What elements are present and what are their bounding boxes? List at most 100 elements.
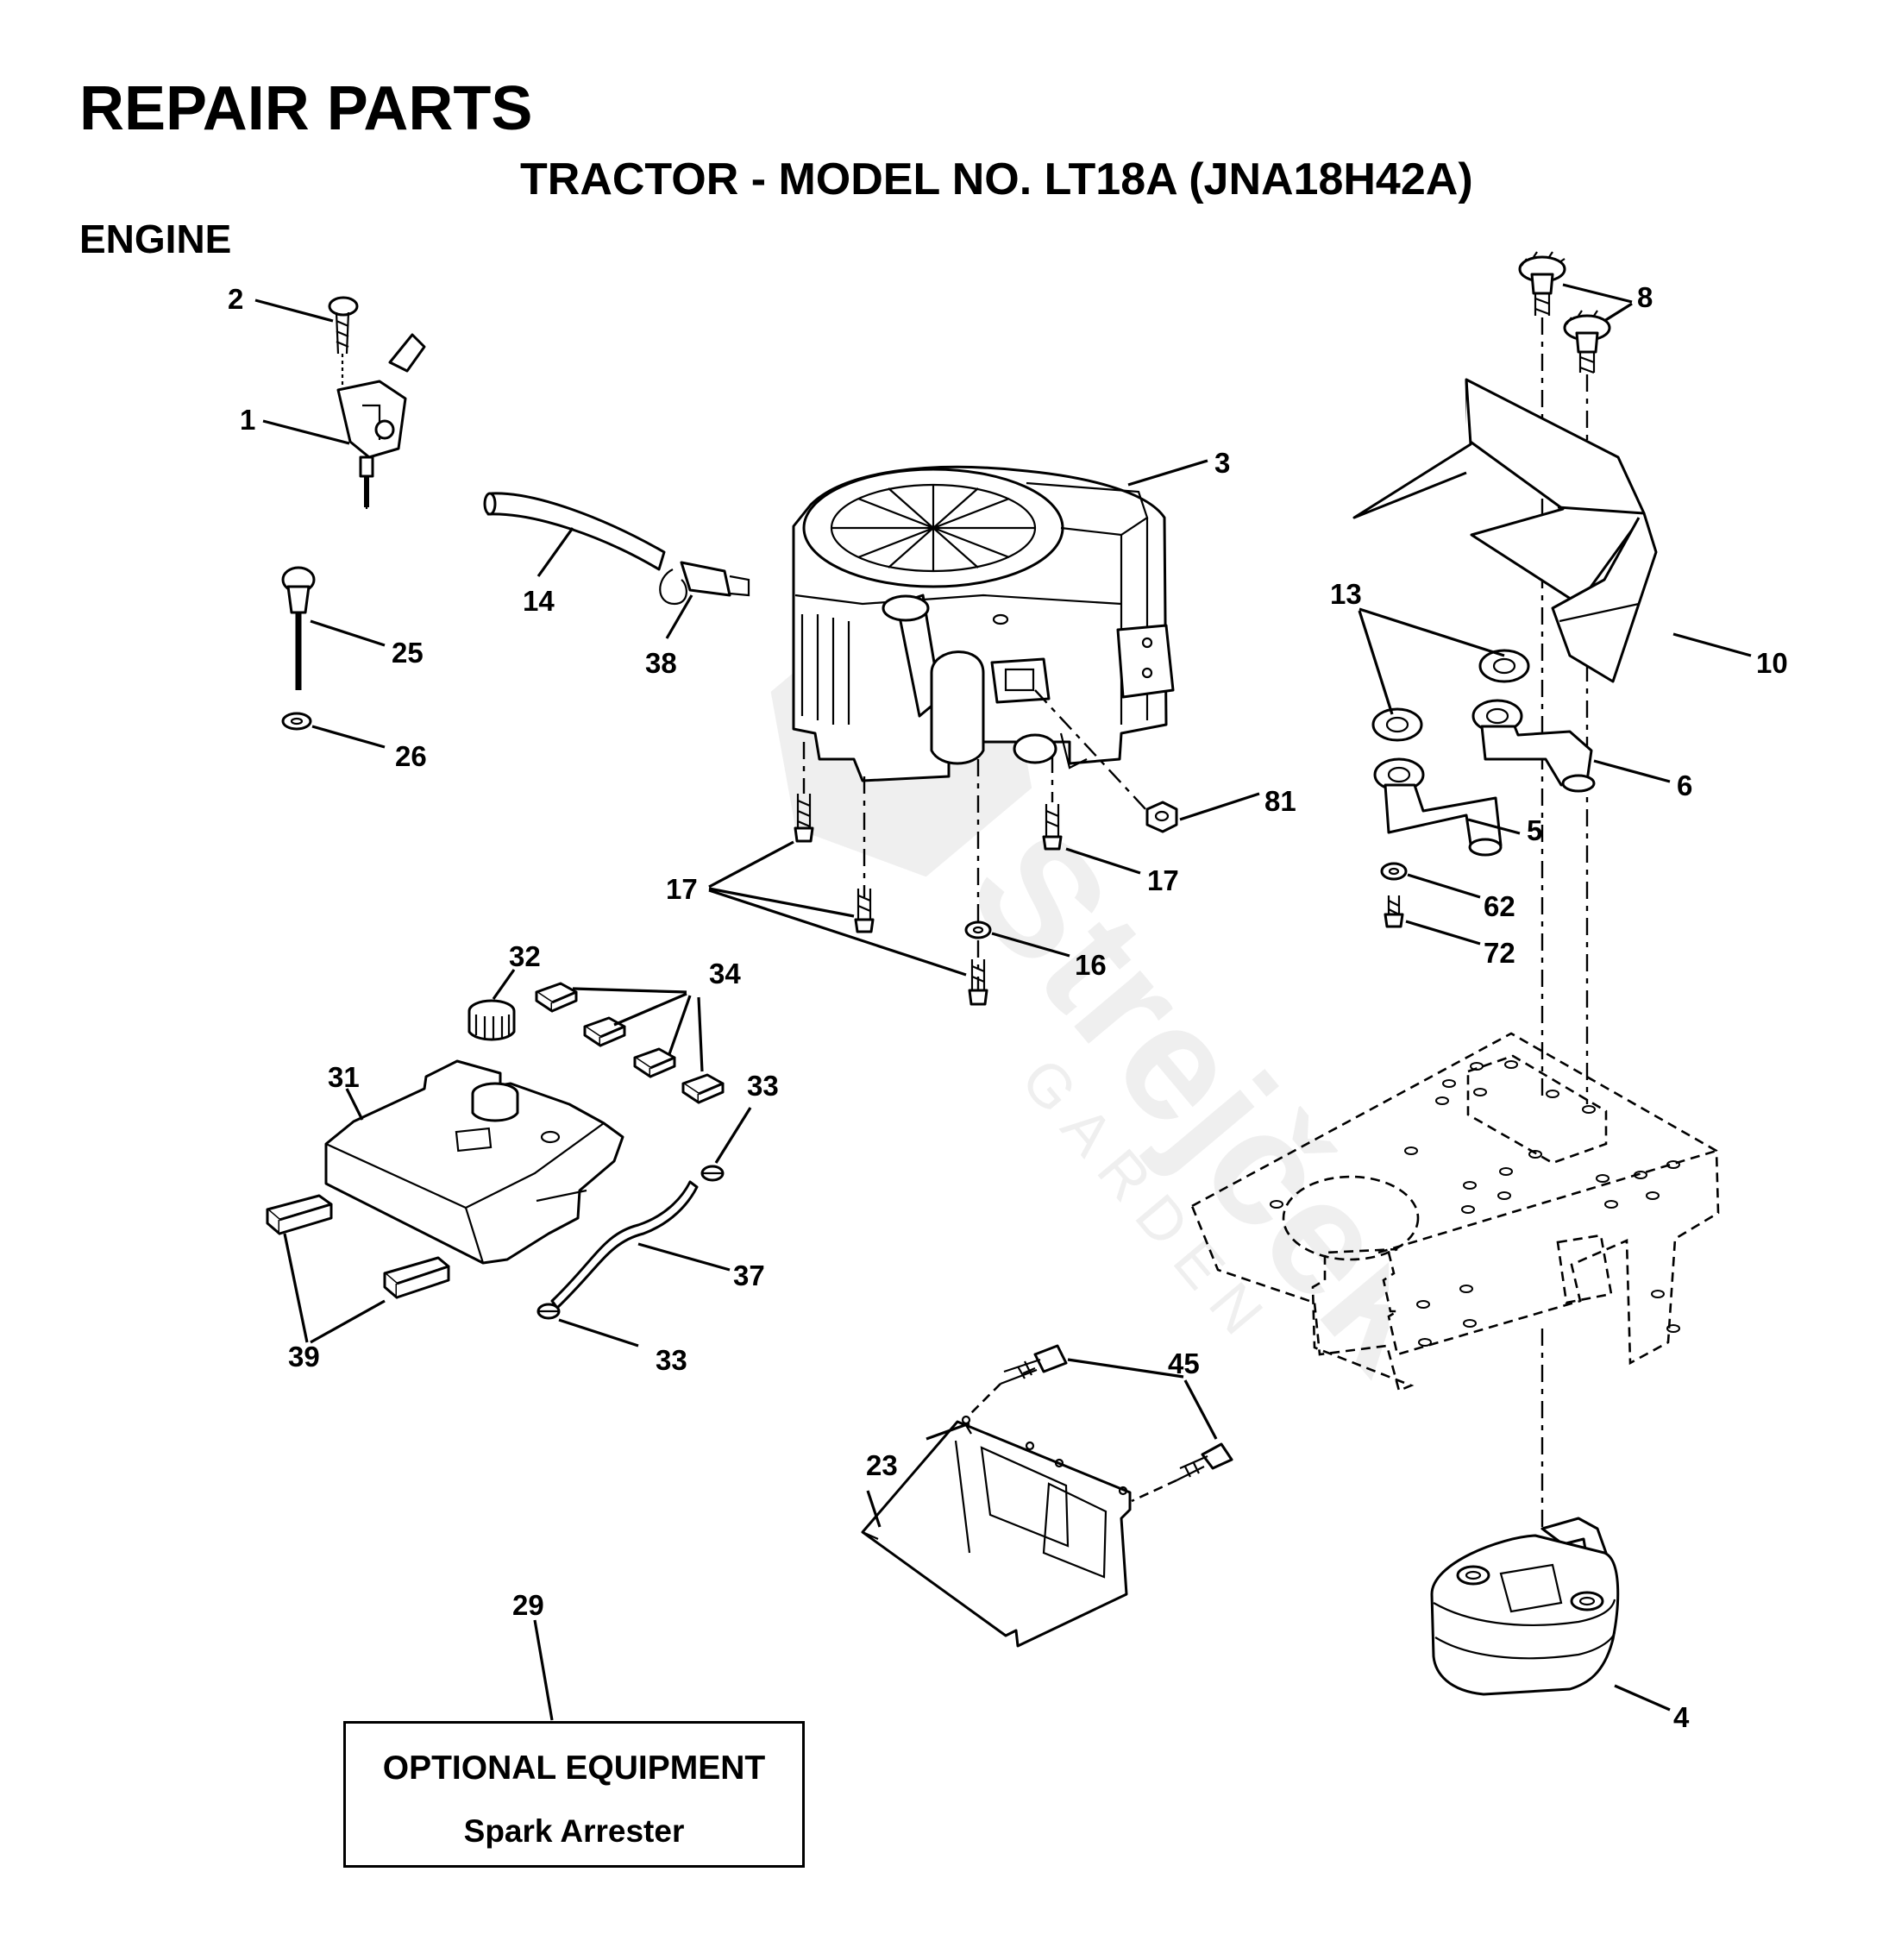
callout-17-right: 17 (1147, 864, 1179, 896)
fuel-cap-part[interactable] (467, 999, 516, 1041)
lock-washer-part[interactable] (964, 920, 992, 939)
fuel-line-part[interactable] (483, 492, 666, 571)
leader-line (708, 840, 794, 889)
callout-6: 6 (1677, 770, 1692, 801)
tractor-frame-outline (1190, 1032, 1720, 1392)
frame-holes (1270, 1060, 1680, 1347)
pad-part[interactable] (535, 982, 578, 1013)
hose-clamp-part[interactable] (536, 1303, 561, 1320)
fuel-fitting-part[interactable] (659, 561, 750, 606)
leader-line (536, 527, 574, 577)
callout-2: 2 (228, 283, 243, 315)
callout-1: 1 (240, 404, 255, 436)
leader-line (1593, 759, 1671, 783)
callout-23: 23 (866, 1449, 898, 1481)
callout-4: 4 (1673, 1701, 1690, 1733)
leader-line (637, 1242, 731, 1272)
callout-25: 25 (392, 637, 424, 669)
screw-part[interactable] (328, 296, 359, 388)
fuel-hose-part[interactable] (550, 1180, 699, 1310)
bolt-part[interactable] (854, 889, 875, 933)
bolt-part[interactable] (1042, 804, 1063, 851)
bolt-part[interactable] (794, 794, 814, 843)
leader-line (1603, 302, 1633, 323)
optional-equipment-item: Spark Arrester (463, 1813, 685, 1849)
leader-line (345, 1088, 364, 1121)
shield-part[interactable] (861, 1415, 1132, 1648)
throttle-control-part[interactable] (336, 333, 426, 509)
callout-8: 8 (1637, 281, 1653, 313)
callout-72: 72 (1484, 937, 1515, 969)
tank-strap-part[interactable] (266, 1194, 333, 1235)
callout-26: 26 (395, 740, 427, 772)
pad-part[interactable] (583, 1016, 626, 1047)
callout-29: 29 (512, 1589, 544, 1621)
leader-line (1127, 459, 1208, 487)
leader-line (1359, 607, 1505, 657)
screw-part[interactable] (1176, 1442, 1233, 1481)
callout-14: 14 (523, 585, 555, 617)
hose-clamp-part[interactable] (700, 1165, 725, 1182)
leader-line (572, 987, 687, 994)
leader-line (866, 1490, 882, 1528)
leader-line (697, 996, 704, 1072)
bolt-part[interactable] (1384, 895, 1404, 928)
gasket-part[interactable] (1371, 707, 1423, 742)
leader-line (1183, 1379, 1218, 1440)
callout-3: 3 (1214, 447, 1230, 479)
muffler-part[interactable] (1430, 1517, 1620, 1696)
washer-part[interactable] (281, 712, 312, 731)
callout-32: 32 (509, 940, 541, 972)
leader-line (262, 419, 350, 445)
leader-line (1067, 1358, 1184, 1379)
callout-37: 37 (733, 1260, 765, 1291)
engine-part[interactable] (792, 465, 1175, 782)
optional-equipment-title: OPTIONAL EQUIPMENT (382, 1750, 766, 1787)
leader-line (310, 619, 386, 647)
bolt-part[interactable] (968, 959, 988, 1006)
callout-62: 62 (1484, 890, 1515, 922)
screw-part[interactable] (1000, 1344, 1068, 1385)
heat-shield-part[interactable] (1352, 378, 1658, 683)
callout-39: 39 (288, 1341, 320, 1373)
leader-line (1407, 873, 1481, 899)
tank-strap-part[interactable] (383, 1256, 450, 1299)
callout-33-top: 33 (747, 1070, 779, 1102)
nut-part[interactable] (1145, 801, 1178, 833)
exhaust-pipe-part[interactable] (1373, 757, 1503, 857)
leader-line (1562, 283, 1633, 304)
leader-line (1467, 818, 1521, 835)
leader-line (492, 969, 516, 1000)
callout-10: 10 (1756, 647, 1788, 679)
leader-line (613, 992, 687, 1027)
knob-part[interactable] (1563, 310, 1611, 374)
callout-31: 31 (328, 1061, 360, 1093)
leader-line (1358, 610, 1394, 715)
leader-line (926, 1422, 970, 1441)
callout-81: 81 (1264, 785, 1296, 817)
leader-line (1672, 632, 1752, 657)
pad-part[interactable] (633, 1047, 676, 1078)
pad-part[interactable] (681, 1073, 725, 1104)
leader-line (714, 1107, 752, 1164)
leader-line (1065, 847, 1141, 875)
centerline (1131, 1479, 1177, 1503)
leader-line (311, 725, 386, 749)
optional-equipment-box: OPTIONAL EQUIPMENT Spark Arrester (343, 1721, 805, 1868)
centerline (969, 1383, 1001, 1416)
fuel-tank-part[interactable] (324, 1059, 624, 1265)
callout-45: 45 (1168, 1348, 1200, 1379)
callout-17-left: 17 (666, 873, 698, 905)
knob-part[interactable] (1518, 251, 1566, 316)
leader-line (665, 594, 693, 639)
gasket-part[interactable] (1478, 649, 1530, 683)
page-title: REPAIR PARTS (79, 74, 533, 143)
leader-line (310, 1299, 386, 1344)
washer-part[interactable] (1380, 862, 1408, 881)
exhaust-pipe-part[interactable] (1471, 699, 1596, 793)
leader-line (533, 1619, 554, 1721)
leader-line (1405, 920, 1481, 945)
callout-34: 34 (709, 958, 741, 989)
choke-knob-part[interactable] (281, 566, 316, 690)
